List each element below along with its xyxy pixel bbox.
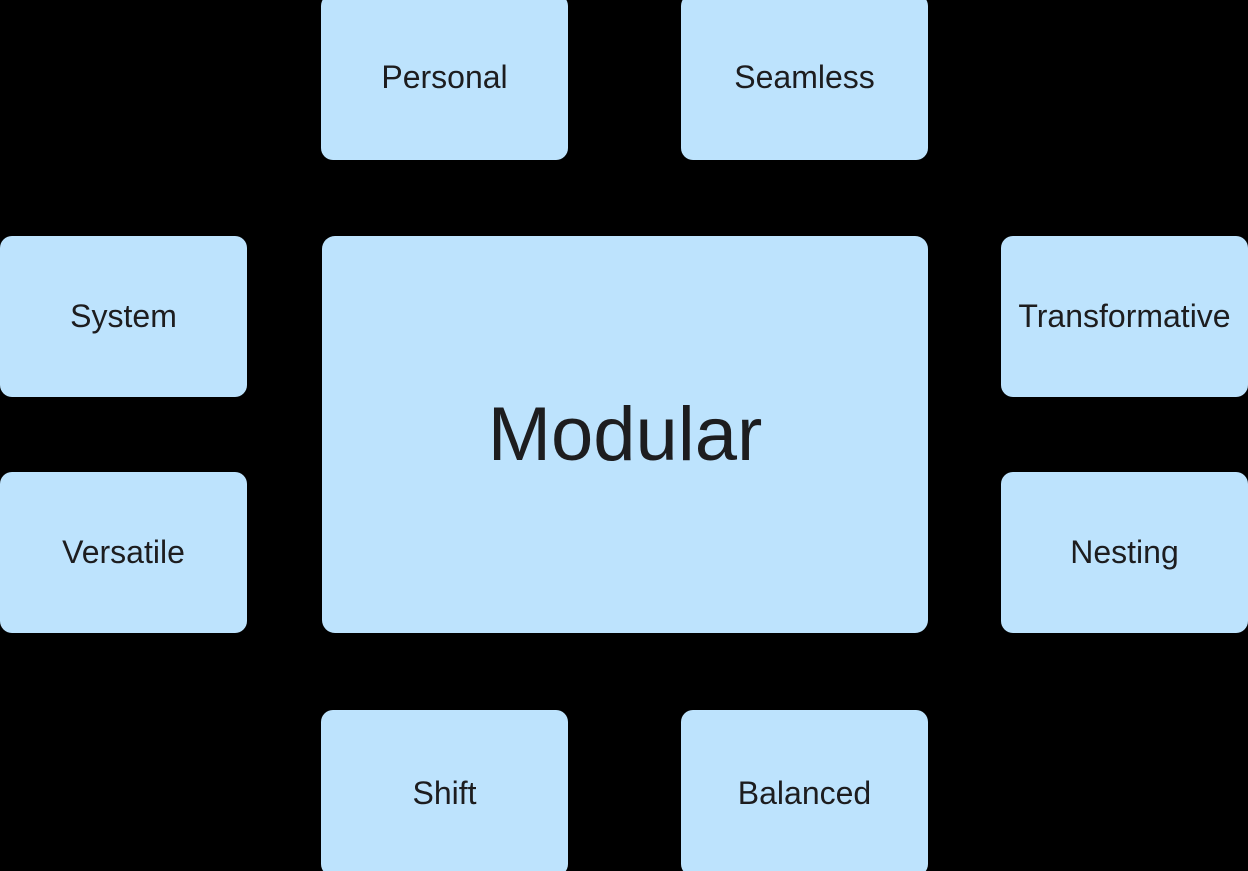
node-system[interactable]: System [0,236,247,397]
node-transformative[interactable]: Transformative [1001,236,1248,397]
node-shift-label: Shift [412,774,477,811]
node-personal-label: Personal [381,58,508,95]
node-personal[interactable]: Personal [321,0,568,160]
node-modular[interactable]: Modular [322,236,928,633]
node-transformative-label: Transformative [1018,298,1231,335]
node-shift[interactable]: Shift [321,710,568,871]
node-modular-label: Modular [487,391,763,477]
node-nesting-label: Nesting [1070,534,1179,571]
node-system-label: System [70,298,177,335]
node-seamless[interactable]: Seamless [681,0,928,160]
node-nesting[interactable]: Nesting [1001,472,1248,633]
node-versatile-label: Versatile [62,534,185,571]
node-balanced-label: Balanced [737,774,872,811]
node-balanced[interactable]: Balanced [681,710,928,871]
node-versatile[interactable]: Versatile [0,472,247,633]
node-seamless-label: Seamless [734,58,875,95]
